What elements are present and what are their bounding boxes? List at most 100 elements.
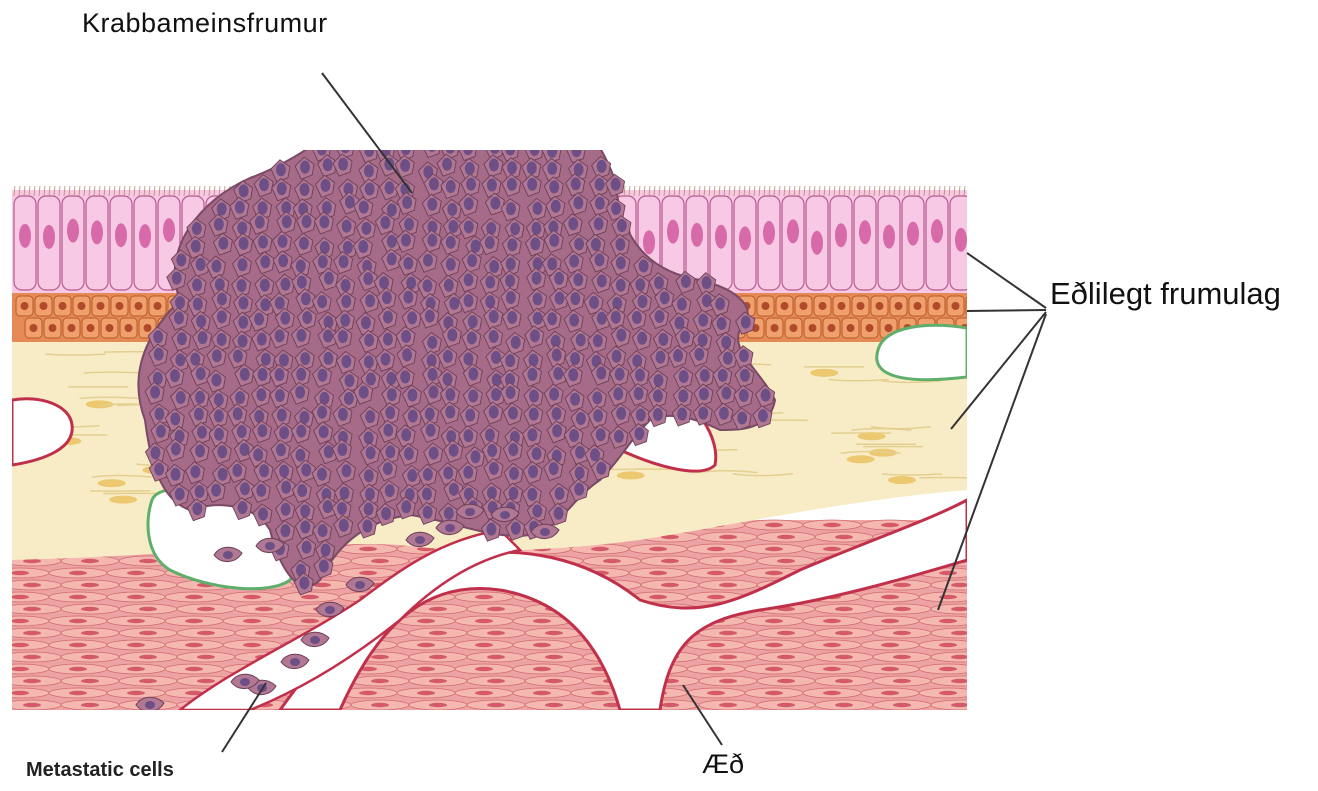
tumor-nucleus <box>740 369 750 382</box>
basal-cell <box>966 296 983 316</box>
tumor-nucleus <box>358 240 368 253</box>
tumor-cell <box>484 117 503 139</box>
tumor-nucleus <box>632 354 642 367</box>
tumor-nucleus <box>170 468 180 481</box>
tumor-nucleus <box>507 161 517 174</box>
tumor-nucleus <box>552 349 562 362</box>
tumor-nucleus <box>654 276 664 289</box>
muscle-nucleus <box>939 643 957 647</box>
tumor-nucleus <box>529 408 539 421</box>
tumor-nucleus <box>464 273 474 286</box>
tumor-nucleus <box>402 348 412 361</box>
muscle-nucleus <box>661 559 679 563</box>
tumor-nucleus <box>463 122 473 135</box>
tumor-nucleus <box>653 389 663 402</box>
tumor-nucleus <box>191 240 201 253</box>
tumor-nucleus <box>532 505 542 518</box>
tumor-nucleus <box>528 354 538 367</box>
muscle-nucleus <box>545 631 563 635</box>
muscle-nucleus <box>301 595 319 599</box>
tumor-nucleus <box>193 298 203 311</box>
muscle-nucleus <box>707 571 725 575</box>
muscle-nucleus <box>939 667 957 671</box>
muscle-nucleus <box>823 619 841 623</box>
tumor-nucleus <box>758 409 768 422</box>
basal-nucleus <box>790 324 798 332</box>
muscle-nucleus <box>823 643 841 647</box>
tumor-nucleus <box>154 463 164 476</box>
muscle-nucleus <box>487 655 505 659</box>
epithelial-nucleus <box>163 218 175 242</box>
muscle-nucleus <box>429 703 447 707</box>
epithelial-nucleus <box>859 220 871 244</box>
muscle-nucleus <box>719 559 737 563</box>
tumor-nucleus <box>214 409 224 422</box>
tumor-nucleus <box>260 298 270 311</box>
basal-nucleus <box>87 324 95 332</box>
muscle-nucleus <box>487 703 505 707</box>
tumor-nucleus <box>653 408 663 421</box>
tumor-nucleus <box>317 468 327 481</box>
tumor-nucleus <box>533 257 543 270</box>
tumor-nucleus <box>407 127 417 140</box>
muscle-nucleus <box>429 631 447 635</box>
tumor-nucleus <box>594 178 604 191</box>
tumor-nucleus <box>531 222 541 235</box>
tumor-nucleus <box>403 257 413 270</box>
muscle-nucleus <box>835 703 853 707</box>
basal-nucleus <box>135 302 143 310</box>
tumor-nucleus <box>339 255 349 268</box>
muscle-nucleus <box>719 679 737 683</box>
tumor-nucleus <box>698 407 708 420</box>
muscle-nucleus <box>243 619 261 623</box>
muscle-nucleus <box>127 595 145 599</box>
tumor-nucleus <box>528 465 538 478</box>
muscle-nucleus <box>545 655 563 659</box>
basal-nucleus <box>819 302 827 310</box>
tumor-nucleus <box>239 184 249 197</box>
tumor-nucleus <box>237 221 247 234</box>
tumor-nucleus <box>614 430 624 443</box>
muscle-nucleus <box>11 595 29 599</box>
tumor-nucleus <box>702 276 712 289</box>
tumor-nucleus <box>443 466 453 479</box>
tumor-nucleus <box>611 178 621 191</box>
tumor-nucleus <box>428 386 438 399</box>
muscle-nucleus <box>707 691 725 695</box>
metastatic-nucleus <box>325 606 335 614</box>
tumor-nucleus <box>549 234 559 247</box>
muscle-nucleus <box>475 667 493 671</box>
tumor-nucleus <box>153 330 163 343</box>
tumor-nucleus <box>721 336 731 349</box>
muscle-nucleus <box>893 631 911 635</box>
tumor-nucleus <box>235 391 245 404</box>
tumor-nucleus <box>596 462 606 475</box>
basal-nucleus <box>144 324 152 332</box>
tumor-nucleus <box>383 311 393 324</box>
tumor-nucleus <box>387 203 397 216</box>
tumor-nucleus <box>702 294 712 307</box>
muscle-nucleus <box>139 655 157 659</box>
tumor-nucleus <box>489 120 499 133</box>
tumor-nucleus <box>319 215 329 228</box>
tumor-nucleus <box>217 445 227 458</box>
epithelial-nucleus <box>883 225 895 249</box>
muscle-nucleus <box>475 595 493 599</box>
tumor-nucleus <box>174 311 184 324</box>
tumor-nucleus <box>401 142 411 155</box>
muscle-nucleus <box>185 667 203 671</box>
tumor-nucleus <box>385 484 395 497</box>
tumor-nucleus <box>317 295 327 308</box>
tumor-nucleus <box>425 407 435 420</box>
tumor-nucleus <box>379 276 389 289</box>
tumor-nucleus <box>547 312 557 325</box>
tumor-nucleus <box>404 218 414 231</box>
tumor-nucleus <box>302 215 312 228</box>
muscle-nucleus <box>893 655 911 659</box>
tumor-nucleus <box>570 393 580 406</box>
tumor-nucleus <box>509 105 519 118</box>
tumor-nucleus <box>555 292 565 305</box>
tumor-nucleus <box>444 507 454 520</box>
tumor-nucleus <box>195 485 205 498</box>
